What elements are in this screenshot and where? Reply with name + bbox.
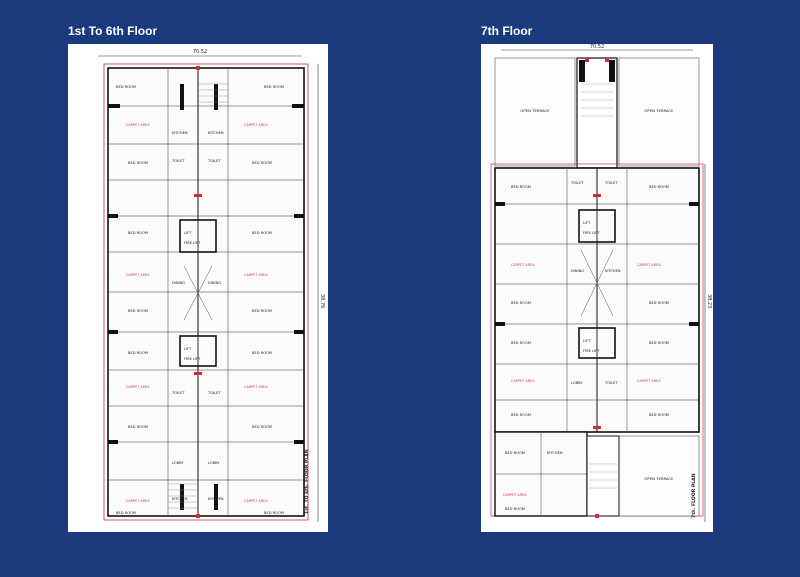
svg-text:CARPET AREA: CARPET AREA <box>244 385 268 389</box>
svg-text:CARPET AREA: CARPET AREA <box>244 499 268 503</box>
svg-text:BED ROOM: BED ROOM <box>511 413 531 417</box>
svg-text:DINING: DINING <box>208 281 221 285</box>
svg-text:CARPET AREA: CARPET AREA <box>503 493 527 497</box>
svg-text:BED ROOM: BED ROOM <box>264 85 284 89</box>
svg-text:BED ROOM: BED ROOM <box>252 351 272 355</box>
room-label: BED ROOM <box>116 85 136 89</box>
svg-text:LOBBY: LOBBY <box>208 461 220 465</box>
svg-text:KITCHEN: KITCHEN <box>208 497 224 501</box>
floor-plan-sheet-1-to-6: 70.52 38.76 <box>68 44 328 532</box>
svg-text:LIFT: LIFT <box>583 221 591 225</box>
svg-text:BED ROOM: BED ROOM <box>649 413 669 417</box>
floor-plan-sheet-7: 70.52 38.23 OPEN TERRACE OPEN TERRACE <box>481 44 713 532</box>
svg-text:KITCHEN: KITCHEN <box>172 131 188 135</box>
svg-text:CARPET AREA: CARPET AREA <box>511 379 535 383</box>
svg-text:KITCHEN: KITCHEN <box>172 497 188 501</box>
svg-text:BED ROOM: BED ROOM <box>252 231 272 235</box>
svg-text:DINING: DINING <box>571 269 584 273</box>
svg-text:BED ROOM: BED ROOM <box>128 231 148 235</box>
svg-text:CARPET AREA: CARPET AREA <box>244 123 268 127</box>
terrace-label-top-right: OPEN TERRACE <box>644 108 674 113</box>
svg-text:LOBBY: LOBBY <box>172 461 184 465</box>
svg-text:BED ROOM: BED ROOM <box>116 511 136 515</box>
terrace-label-bottom: OPEN TERRACE <box>644 476 674 481</box>
svg-text:BED ROOM: BED ROOM <box>252 309 272 313</box>
svg-text:TOILET: TOILET <box>604 381 618 385</box>
svg-text:FIRE LIFT: FIRE LIFT <box>583 349 600 353</box>
side-dimension-right: 38.23 <box>706 294 712 308</box>
svg-text:DINING: DINING <box>172 281 185 285</box>
svg-text:LIFT: LIFT <box>583 339 591 343</box>
svg-text:KITCHEN: KITCHEN <box>605 269 621 273</box>
floor-plan-drawing-7: 70.52 38.23 OPEN TERRACE OPEN TERRACE <box>490 44 712 522</box>
floor-plan-drawing-1-to-6: 70.52 38.76 <box>98 49 325 522</box>
svg-text:TOILET: TOILET <box>171 391 185 395</box>
svg-text:TOILET: TOILET <box>570 181 584 185</box>
side-dimension-left: 38.76 <box>319 294 325 308</box>
svg-text:TOILET: TOILET <box>207 391 221 395</box>
svg-text:TOILET: TOILET <box>604 181 618 185</box>
svg-text:LOBBY: LOBBY <box>571 381 583 385</box>
svg-text:CARPET AREA: CARPET AREA <box>244 273 268 277</box>
svg-text:BED ROOM: BED ROOM <box>649 301 669 305</box>
svg-text:KITCHEN: KITCHEN <box>547 451 563 455</box>
svg-text:CARPET AREA: CARPET AREA <box>126 273 150 277</box>
plan-title-right: 7th Floor <box>481 24 533 38</box>
top-dimension-left: 70.52 <box>193 49 207 55</box>
svg-text:LIFT: LIFT <box>184 347 192 351</box>
svg-text:BED ROOM: BED ROOM <box>511 185 531 189</box>
svg-text:BED ROOM: BED ROOM <box>264 511 284 515</box>
svg-text:TOILET: TOILET <box>207 159 221 163</box>
svg-text:BED ROOM: BED ROOM <box>128 309 148 313</box>
svg-text:BED ROOM: BED ROOM <box>128 351 148 355</box>
svg-text:CARPET AREA: CARPET AREA <box>126 499 150 503</box>
svg-text:KITCHEN: KITCHEN <box>208 131 224 135</box>
plan-label-left: 1st. TO 6th. FLOOR PLAN <box>304 449 310 514</box>
svg-text:BED ROOM: BED ROOM <box>128 161 148 165</box>
svg-text:FIRE LIFT: FIRE LIFT <box>184 241 201 245</box>
svg-text:BED ROOM: BED ROOM <box>649 341 669 345</box>
svg-text:BED ROOM: BED ROOM <box>649 185 669 189</box>
svg-text:CARPET AREA: CARPET AREA <box>637 379 661 383</box>
svg-text:BED ROOM: BED ROOM <box>128 425 148 429</box>
svg-text:TOILET: TOILET <box>171 159 185 163</box>
svg-text:BED ROOM: BED ROOM <box>252 161 272 165</box>
svg-text:CARPET AREA: CARPET AREA <box>637 263 661 267</box>
svg-text:FIRE LIFT: FIRE LIFT <box>184 357 201 361</box>
svg-text:FIRE LIFT: FIRE LIFT <box>583 231 600 235</box>
svg-text:CARPET AREA: CARPET AREA <box>126 385 150 389</box>
svg-text:LIFT: LIFT <box>184 231 192 235</box>
plan-label-right: 7th. FLOOR PLAN <box>691 473 697 518</box>
svg-text:BED ROOM: BED ROOM <box>505 451 525 455</box>
svg-text:BED ROOM: BED ROOM <box>511 341 531 345</box>
svg-text:BED ROOM: BED ROOM <box>252 425 272 429</box>
top-dimension-right: 70.52 <box>590 44 604 50</box>
plan-title-left: 1st To 6th Floor <box>68 24 158 38</box>
terrace-label-top-left: OPEN TERRACE <box>520 108 550 113</box>
svg-text:CARPET AREA: CARPET AREA <box>511 263 535 267</box>
svg-text:CARPET AREA: CARPET AREA <box>126 123 150 127</box>
svg-text:BED ROOM: BED ROOM <box>511 301 531 305</box>
svg-text:BED ROOM: BED ROOM <box>505 507 525 511</box>
